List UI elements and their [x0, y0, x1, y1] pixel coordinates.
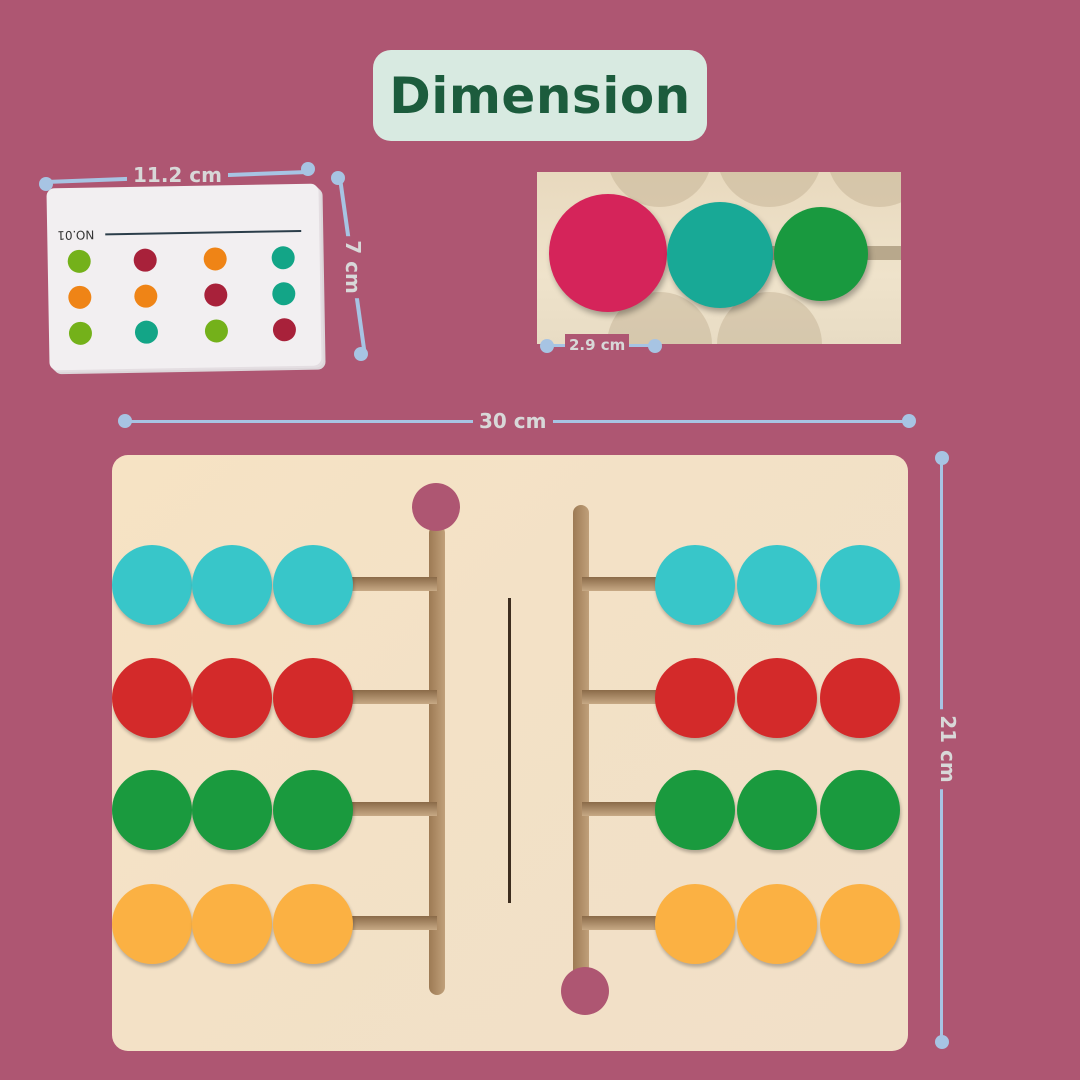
game-piece-cyan[interactable] [655, 545, 735, 625]
game-piece-cyan[interactable] [820, 545, 900, 625]
card-dot [133, 248, 157, 272]
card-rule-line [105, 229, 302, 236]
right-horizontal-groove [582, 690, 672, 704]
game-piece-cyan[interactable] [273, 545, 353, 625]
game-piece-cyan[interactable] [112, 545, 192, 625]
page-title: Dimension [389, 66, 691, 125]
sample-piece [549, 194, 667, 312]
game-piece-red[interactable] [820, 658, 900, 738]
card-dot [272, 318, 297, 342]
card-width-label: 11.2 cm [127, 164, 229, 186]
card-number: NO.01 [57, 227, 95, 243]
game-piece-green[interactable] [112, 770, 192, 850]
game-piece-orange[interactable] [112, 884, 192, 964]
center-divider [508, 598, 511, 903]
left-horizontal-groove [342, 577, 437, 591]
game-piece-red[interactable] [273, 658, 353, 738]
card-height-label: 7 cm [341, 236, 365, 298]
board-width-label: 30 cm [473, 410, 553, 432]
game-piece-green[interactable] [192, 770, 272, 850]
card-dot [271, 246, 295, 270]
game-piece-red[interactable] [112, 658, 192, 738]
game-piece-cyan[interactable] [737, 545, 817, 625]
right-horizontal-groove [582, 802, 672, 816]
game-piece-green[interactable] [820, 770, 900, 850]
card-dot [68, 321, 93, 346]
left-horizontal-groove [342, 802, 437, 816]
game-piece-orange[interactable] [273, 884, 353, 964]
piece-detail-photo [537, 172, 901, 344]
game-piece-green[interactable] [655, 770, 735, 850]
card-dot [272, 282, 296, 306]
game-piece-orange[interactable] [655, 884, 735, 964]
sample-piece [774, 207, 868, 301]
card-dot [204, 319, 229, 343]
card-dot [204, 283, 228, 307]
board-height-label: 21 cm [936, 709, 960, 789]
card-dot [203, 247, 227, 271]
left-vertical-groove [429, 525, 445, 995]
card-dot [68, 285, 92, 310]
card-dot [134, 284, 158, 308]
game-piece-red[interactable] [192, 658, 272, 738]
left-horizontal-groove [342, 690, 437, 704]
game-piece-green[interactable] [273, 770, 353, 850]
title-badge: Dimension [373, 50, 707, 141]
game-piece-orange[interactable] [820, 884, 900, 964]
game-piece-green[interactable] [737, 770, 817, 850]
puzzle-board [112, 455, 908, 1051]
left-horizontal-groove [342, 916, 437, 930]
piece-diameter-label: 2.9 cm [565, 334, 630, 356]
bottom-hole [561, 967, 609, 1015]
top-hole [412, 483, 460, 531]
pattern-card: NO.01 [46, 183, 322, 371]
game-piece-orange[interactable] [737, 884, 817, 964]
right-horizontal-groove [582, 577, 672, 591]
card-dot [134, 320, 159, 344]
game-piece-red[interactable] [655, 658, 735, 738]
right-vertical-groove [573, 505, 589, 993]
card-dot [67, 249, 91, 274]
game-piece-red[interactable] [737, 658, 817, 738]
right-horizontal-groove [582, 916, 672, 930]
game-piece-orange[interactable] [192, 884, 272, 964]
game-piece-cyan[interactable] [192, 545, 272, 625]
sample-piece [667, 202, 773, 308]
